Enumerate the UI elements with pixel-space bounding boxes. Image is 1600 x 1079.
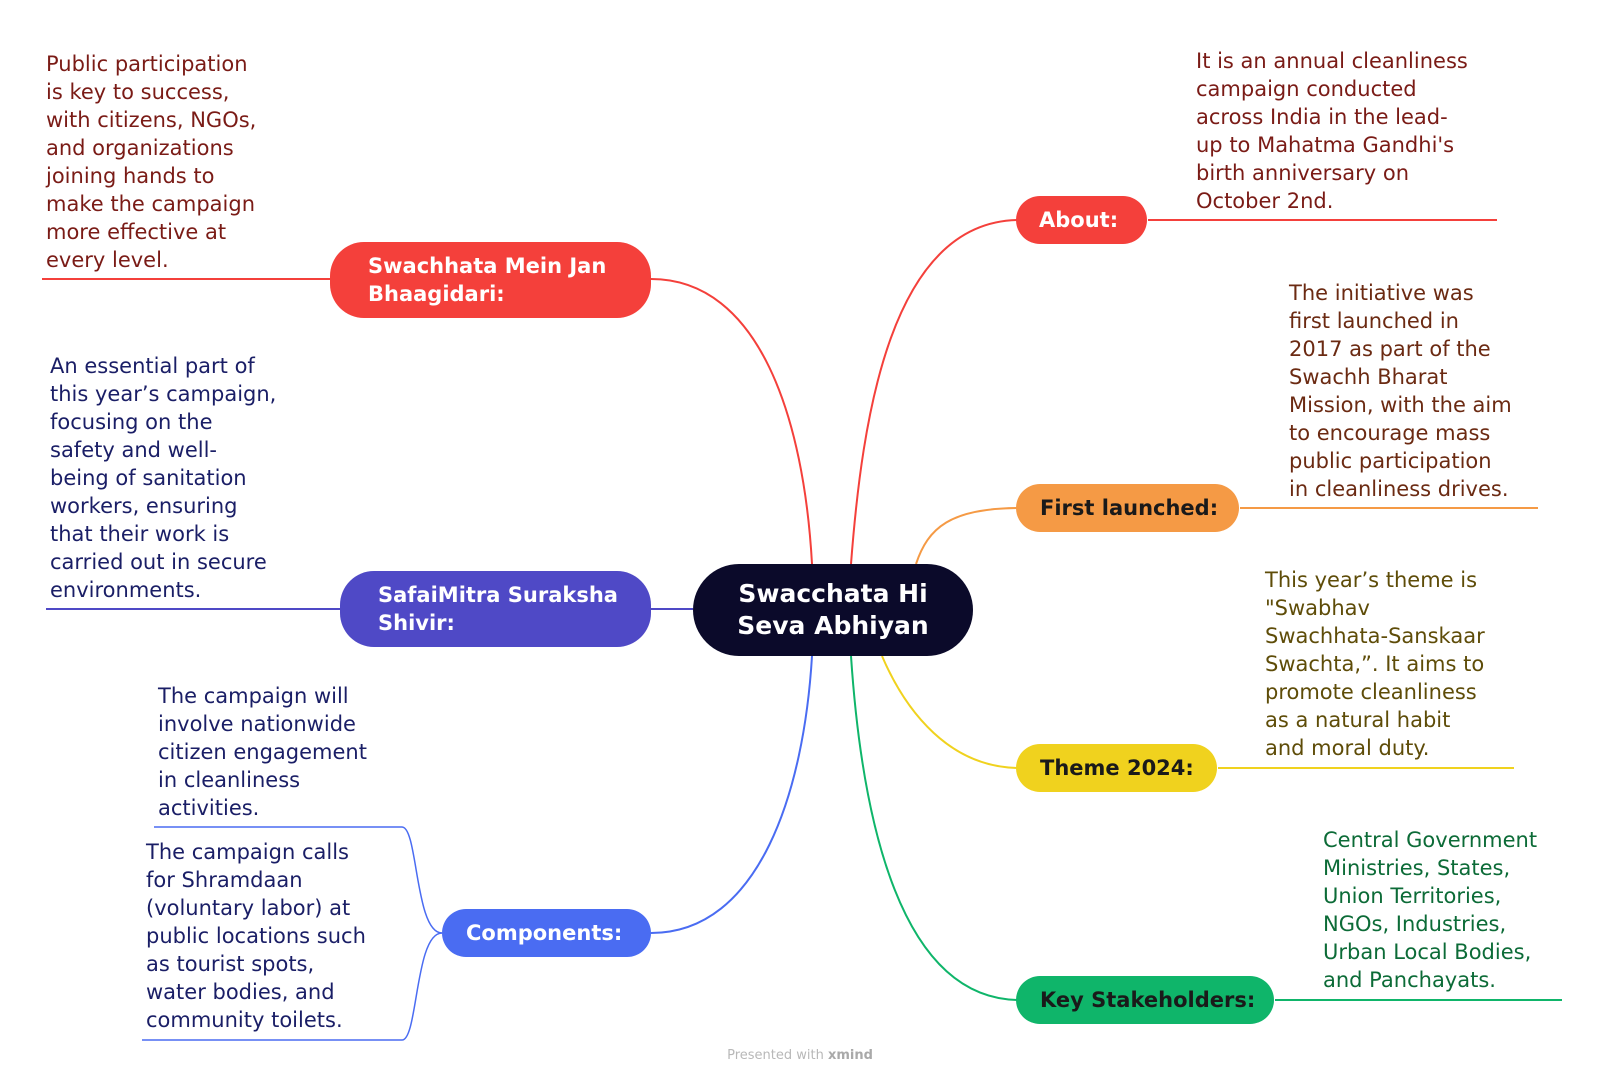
link-about (850, 219, 1497, 565)
watermark-prefix: Presented with (727, 1048, 824, 1063)
topic-theme-2024[interactable]: Theme 2024: (1016, 744, 1217, 792)
note-components-engagement: The campaign will involve nationwide cit… (158, 684, 367, 820)
link-components-note-1 (154, 826, 443, 934)
link-first-launched (915, 507, 1538, 565)
topic-components[interactable]: Components: (442, 909, 651, 957)
note-safaimitra-suraksha-shivir: An essential part of this year’s campaig… (50, 354, 277, 602)
note-components-shramdaan: The campaign calls for Shramdaan (volunt… (146, 840, 366, 1032)
link-components (650, 655, 813, 934)
note-key-stakeholders: Central Government Ministries, States, U… (1323, 828, 1538, 992)
link-jan-bhaagidari (42, 278, 813, 565)
topic-about[interactable]: About: (1016, 196, 1147, 244)
note-first-launched: The initiative was first launched in 201… (1289, 281, 1512, 501)
note-about: It is an annual cleanliness campaign con… (1196, 49, 1468, 213)
link-stakeholders (850, 655, 1562, 1001)
topic-swachhata-mein-jan-bhaagidari[interactable]: Swachhata Mein Jan Bhaagidari: (330, 242, 651, 318)
topic-first-launched[interactable]: First launched: (1016, 484, 1239, 532)
topic-safaimitra-suraksha-shivir[interactable]: SafaiMitra Suraksha Shivir: (340, 571, 651, 647)
central-topic[interactable]: Swacchata Hi Seva Abhiyan (693, 564, 973, 656)
note-theme-2024: This year’s theme is "Swabhav Swachhata-… (1265, 568, 1485, 760)
presented-with-watermark: Presented with xmind (0, 1048, 1600, 1063)
note-swachhata-mein-jan-bhaagidari: Public participation is key to success, … (46, 52, 257, 272)
link-theme (881, 655, 1514, 769)
link-components-note-2 (142, 932, 443, 1041)
xmind-logo: xmind (827, 1048, 873, 1063)
topic-key-stakeholders[interactable]: Key Stakeholders: (1016, 976, 1274, 1024)
